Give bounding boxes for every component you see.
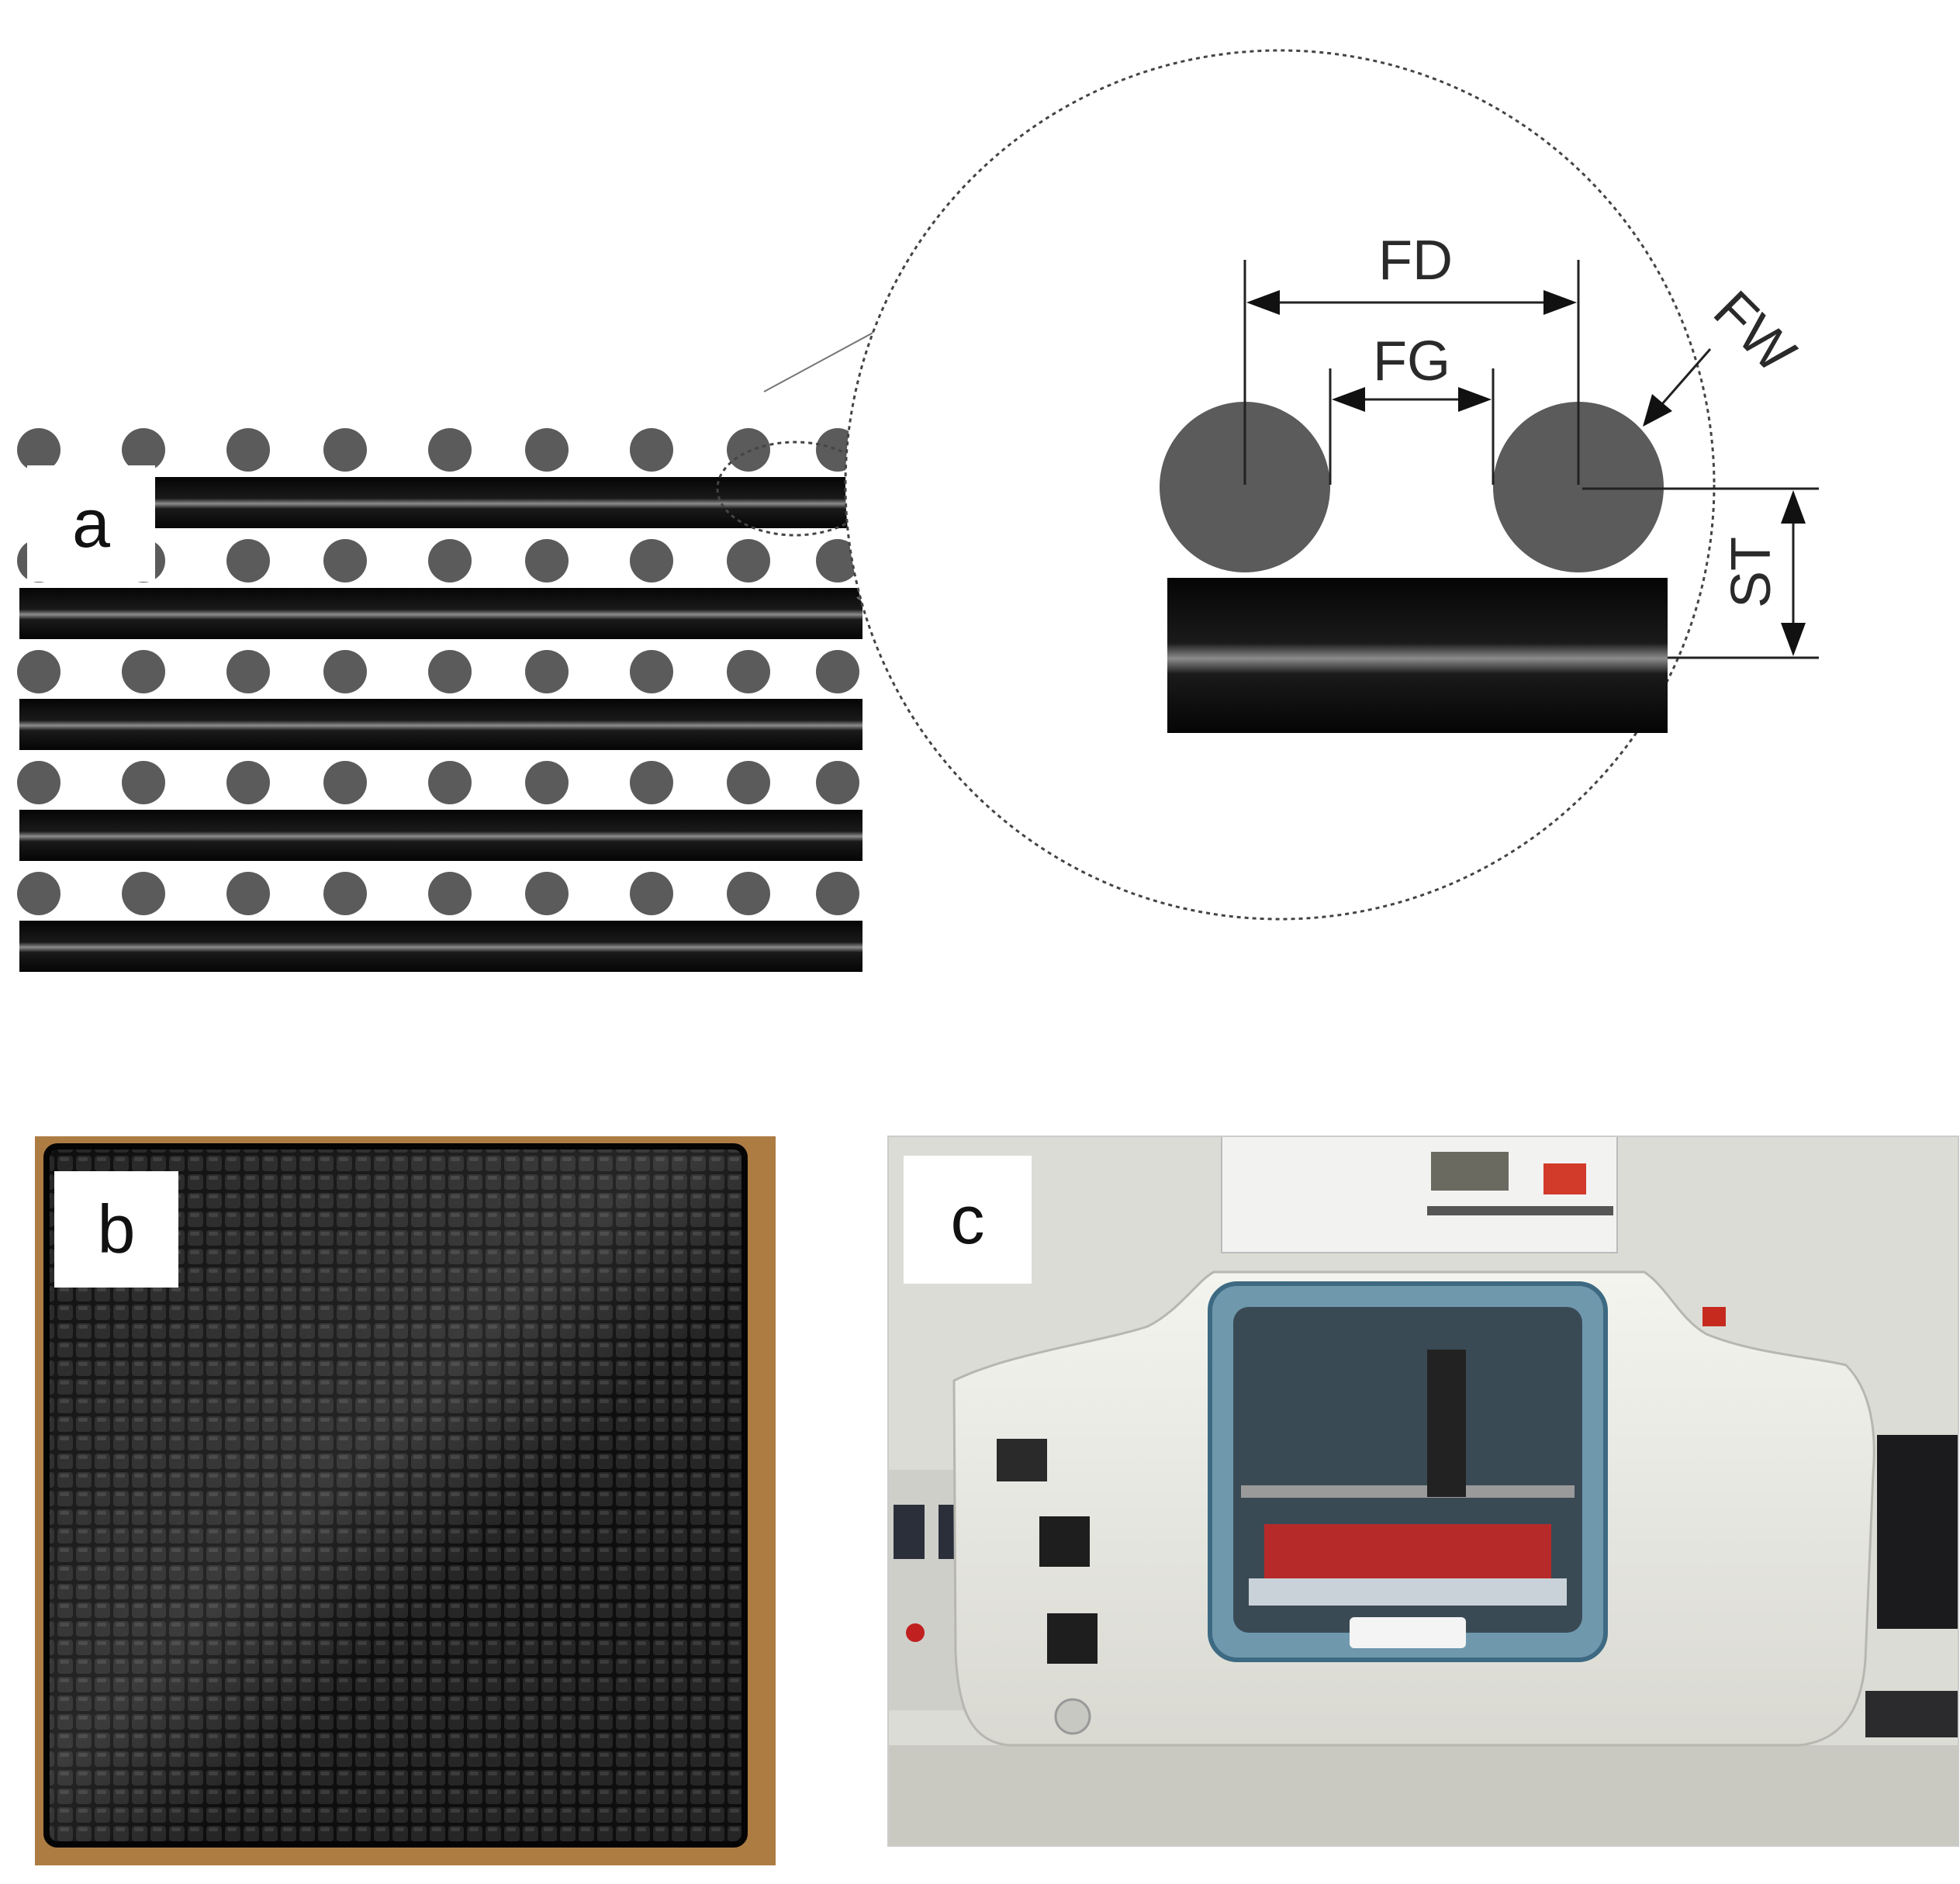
filament-dot bbox=[816, 539, 859, 582]
bed-platform bbox=[1249, 1578, 1567, 1606]
filament-dot bbox=[226, 539, 270, 582]
power-logo bbox=[1054, 1698, 1091, 1735]
window-handle bbox=[1350, 1617, 1466, 1648]
filament-dot bbox=[525, 539, 569, 582]
fg-arrow-left bbox=[1332, 387, 1365, 412]
fg-arrow-right bbox=[1458, 387, 1492, 412]
mesh-shine bbox=[47, 1146, 745, 1844]
filament-dot bbox=[630, 539, 673, 582]
side-knob-1 bbox=[906, 1623, 925, 1642]
st-label: ST bbox=[1720, 537, 1782, 608]
filament-dot bbox=[816, 761, 859, 804]
poster-image bbox=[1431, 1152, 1509, 1191]
fw-pointer-line bbox=[1654, 348, 1712, 412]
fg-label: FG bbox=[1373, 330, 1450, 392]
filament-dot bbox=[428, 428, 472, 472]
filament-dot bbox=[428, 872, 472, 915]
zoom-filament-right bbox=[1493, 402, 1664, 572]
filament-pattern bbox=[17, 428, 862, 972]
photo-c-frame bbox=[887, 1136, 1959, 1847]
filament-dot bbox=[323, 872, 367, 915]
photo-b bbox=[35, 1136, 776, 1865]
filament-dot bbox=[816, 650, 859, 693]
zoom-filament-left bbox=[1160, 402, 1330, 572]
substrate-bar bbox=[19, 588, 862, 639]
filament-dot bbox=[17, 761, 60, 804]
filament-dot bbox=[323, 539, 367, 582]
panel-label-b: b bbox=[54, 1171, 178, 1288]
mesh-border bbox=[43, 1143, 748, 1848]
filament-dot bbox=[226, 761, 270, 804]
filament-dot bbox=[17, 650, 60, 693]
filament-dot bbox=[525, 872, 569, 915]
substrate-bar bbox=[19, 921, 862, 972]
fw-label: FW bbox=[1702, 279, 1807, 385]
lcd-display bbox=[997, 1439, 1047, 1481]
filament-dot bbox=[323, 428, 367, 472]
substrate-bar bbox=[155, 477, 862, 528]
filament-dot bbox=[630, 761, 673, 804]
filament-dot bbox=[17, 428, 60, 472]
filament-dot bbox=[630, 428, 673, 472]
filament-dot bbox=[226, 428, 270, 472]
fd-arrow-left bbox=[1246, 290, 1280, 315]
keyboard bbox=[1865, 1691, 1958, 1737]
lab-floor bbox=[888, 1745, 1958, 1846]
filament-dot bbox=[727, 650, 770, 693]
emergency-stop bbox=[1702, 1307, 1726, 1326]
poster-band bbox=[1427, 1206, 1613, 1215]
filament-dot bbox=[727, 761, 770, 804]
panel-label-c: c bbox=[904, 1156, 1032, 1284]
control-button-1 bbox=[1039, 1516, 1090, 1567]
st-arrow-bottom bbox=[1781, 623, 1806, 656]
filament-dot bbox=[323, 761, 367, 804]
filament-dot bbox=[122, 872, 165, 915]
filament-dot bbox=[630, 650, 673, 693]
gantry-bar bbox=[1241, 1485, 1575, 1498]
filament-dot bbox=[727, 872, 770, 915]
filament-dot bbox=[226, 872, 270, 915]
filament-dot bbox=[323, 650, 367, 693]
filament-dot bbox=[428, 539, 472, 582]
side-display-1 bbox=[894, 1505, 925, 1559]
filament-dot bbox=[727, 539, 770, 582]
filament-dot bbox=[17, 872, 60, 915]
filament-dot bbox=[122, 650, 165, 693]
filament-dot bbox=[525, 761, 569, 804]
fd-arrow-right bbox=[1543, 290, 1577, 315]
panel-label-a: a bbox=[27, 465, 155, 582]
st-arrow-top bbox=[1781, 490, 1806, 524]
filament-dot bbox=[122, 761, 165, 804]
substrate-bar bbox=[19, 699, 862, 750]
filament-dot bbox=[630, 872, 673, 915]
filament-dot bbox=[428, 761, 472, 804]
print-bed bbox=[1264, 1524, 1551, 1578]
control-button-2 bbox=[1047, 1613, 1098, 1664]
monitor bbox=[1877, 1435, 1958, 1629]
filament-dot bbox=[122, 428, 165, 472]
fd-label: FD bbox=[1378, 230, 1453, 292]
fw-arrow bbox=[1643, 394, 1672, 427]
print-head bbox=[1427, 1350, 1466, 1497]
filament-dot bbox=[428, 650, 472, 693]
filament-dot bbox=[525, 428, 569, 472]
poster-logo bbox=[1543, 1163, 1586, 1194]
filament-dot bbox=[525, 650, 569, 693]
wall-poster bbox=[1221, 1136, 1618, 1253]
filament-dot bbox=[816, 872, 859, 915]
zoom-substrate-bar bbox=[1167, 578, 1668, 733]
photo-c bbox=[888, 1136, 1958, 1846]
filament-dot bbox=[226, 650, 270, 693]
substrate-bar bbox=[19, 810, 862, 861]
filament-dot bbox=[727, 428, 770, 472]
